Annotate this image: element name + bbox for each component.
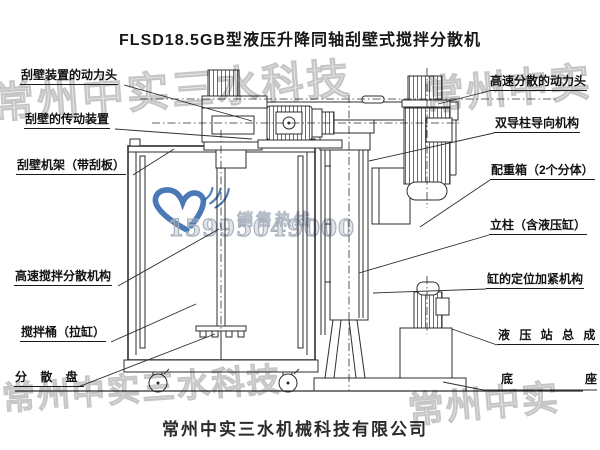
callout-leader-lines: [77, 84, 597, 391]
scraper-wall-drive: [201, 69, 268, 169]
callout-column-hydraulic-cylinder: 立柱（含液压缸）: [489, 218, 588, 236]
callout-base-right: 座: [585, 372, 598, 386]
callout-hydraulic-station: 液 压 站 总 成: [497, 328, 600, 346]
callout-scraper-frame: 刮壁机架（带刮板）: [16, 158, 127, 176]
callout-scraper-power-head: 刮壁装置的动力头: [20, 68, 119, 86]
tank-trolley: [123, 359, 319, 393]
callout-dispersion-disc: 分 散 盘: [14, 370, 84, 388]
hotline-label: 销售热线: [237, 212, 314, 230]
callout-scraper-transmission: 刮壁的传动装置: [24, 112, 111, 130]
hotline-phone-number: 15995049000: [167, 214, 356, 242]
callout-tank-clamping-mechanism: 缸的定位加紧机构: [486, 272, 585, 290]
callout-base-left: 底: [501, 372, 514, 386]
hydraulic-station: [399, 281, 453, 379]
guide-column: [320, 119, 369, 379]
top-horizontal-motor: [257, 105, 343, 149]
callout-mixing-tank: 搅拌桶（拉缸）: [20, 325, 107, 343]
diagram-title: FLSD18.5GB型液压升降同轴刮壁式搅拌分散机: [119, 32, 481, 49]
callout-highspeed-mixing-mechanism: 高速搅拌分散机构: [14, 269, 113, 287]
callout-dispersion-power-head: 高速分散的动力头: [489, 74, 588, 92]
company-name: 常州中实三水机械科技有限公司: [162, 420, 428, 439]
callout-double-guide-column: 双导柱导向机构: [494, 116, 581, 134]
callout-counterweight-box: 配重箱（2个分体）: [490, 163, 595, 181]
centerlines: [140, 68, 557, 391]
heart-signal-logo-icon: [152, 186, 230, 233]
